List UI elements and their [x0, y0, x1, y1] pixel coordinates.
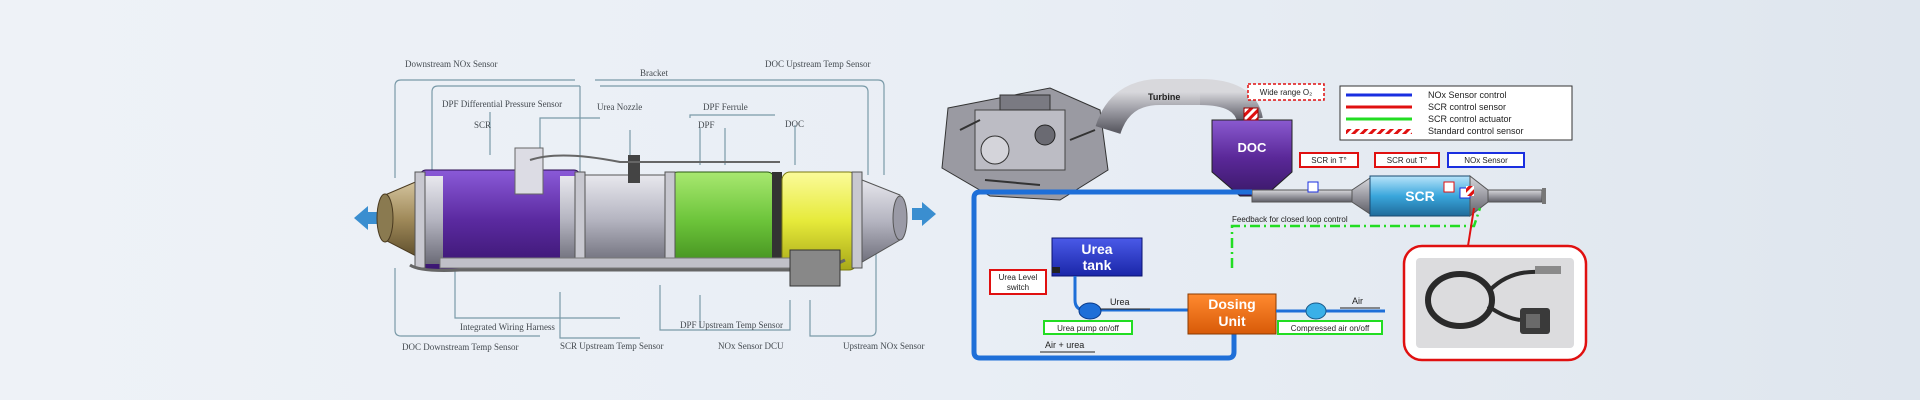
air-label: Air — [1352, 296, 1363, 306]
urea-line-label: Urea — [1110, 297, 1130, 307]
legend-swatch-standard — [1346, 129, 1412, 134]
leader-lines — [394, 79, 885, 339]
nox-sensor-dcu — [789, 249, 841, 287]
turbine-pipe — [1095, 79, 1200, 135]
scr-out-label: SCR out T° — [1387, 156, 1427, 165]
scr-canister — [419, 169, 581, 271]
label-doc: DOC — [785, 119, 804, 129]
dpf-diff-pressure-sensor — [514, 147, 544, 195]
doc-label: DOC — [1238, 140, 1268, 155]
label-scr-upstream-temp-sensor: SCR Upstream Temp Sensor — [560, 341, 663, 351]
scr-in-sensor-mark — [1307, 181, 1319, 193]
label-dpf-upstream-temp-sensor: DPF Upstream Temp Sensor — [680, 320, 783, 330]
legend-label-scr-sensor: SCR control sensor — [1428, 102, 1506, 112]
urea-tank-label-1: Urea — [1081, 241, 1112, 257]
compressor — [1305, 302, 1327, 320]
exhaust-pipe — [1251, 189, 1353, 203]
dosing-unit-label-1: Dosing — [1208, 296, 1255, 312]
feedback-label: Feedback for closed loop control — [1232, 215, 1348, 224]
urea-pump-box — [1043, 320, 1133, 335]
urea-tank-label-2: tank — [1083, 257, 1112, 273]
flow-arrow-right — [922, 202, 936, 226]
dpf-canister — [669, 171, 776, 271]
scr-out-sensor-mark — [1443, 181, 1455, 193]
scr-in-box — [1299, 152, 1359, 168]
urea-nozzle — [628, 155, 640, 183]
urea-level-switch-box — [989, 269, 1047, 295]
label-nox-sensor-dcu: NOx Sensor DCU — [718, 341, 784, 351]
wide-range-sensor-mark — [1243, 107, 1259, 121]
dosing-unit — [1187, 293, 1277, 335]
dosing-unit-label-2: Unit — [1218, 313, 1246, 329]
label-dpf-ferrule: DPF Ferrule — [703, 102, 748, 112]
label-urea-nozzle: Urea Nozzle — [597, 102, 642, 112]
label-downstream-nox-sensor: Downstream NOx Sensor — [405, 59, 498, 69]
legend-label-standard: Standard control sensor — [1428, 126, 1524, 136]
nox-sensor-photo — [1416, 258, 1574, 348]
label-bracket: Bracket — [640, 68, 668, 78]
compressed-air-label: Compressed air on/off — [1291, 324, 1370, 333]
legend-label-nox: NOx Sensor control — [1428, 90, 1507, 100]
urea-level-switch-label-2: switch — [1007, 283, 1029, 292]
compressed-air-box — [1277, 320, 1383, 335]
nox-sensor-label: NOx Sensor — [1464, 156, 1508, 165]
urea-tank — [1051, 237, 1143, 277]
scr-label: SCR — [1405, 188, 1435, 204]
wide-range-o2-label: Wide range O₂ — [1260, 88, 1312, 97]
turbine-label: Turbine — [1148, 92, 1180, 102]
scr-in-label: SCR in T° — [1311, 156, 1347, 165]
aftertreatment-assembly — [354, 79, 936, 339]
legend-label-scr-actuator: SCR control actuator — [1428, 114, 1512, 124]
label-doc-upstream-temp-sensor: DOC Upstream Temp Sensor — [765, 59, 870, 69]
wide-range-o2-box — [1247, 83, 1325, 101]
label-upstream-nox-sensor: Upstream NOx Sensor — [843, 341, 925, 351]
urea-level-switch-mark — [1052, 267, 1060, 273]
label-scr: SCR — [474, 120, 491, 130]
urea-level-switch-label-1: Urea Level — [999, 273, 1038, 282]
scr-out-box — [1374, 152, 1440, 168]
urea-pump-label: Urea pump on/off — [1057, 324, 1119, 333]
label-doc-downstream-temp-sensor: DOC Downstream Temp Sensor — [402, 342, 518, 352]
air-urea-label: Air + urea — [1045, 340, 1084, 350]
bracket — [439, 257, 791, 269]
label-integrated-wiring-harness: Integrated Wiring Harness — [460, 322, 555, 332]
air-urea-line — [971, 189, 1252, 361]
nox-sensor-box — [1447, 152, 1525, 168]
flow-arrow-left — [354, 206, 368, 230]
label-dpf: DPF — [698, 120, 715, 130]
feedback-line — [1230, 207, 1482, 268]
label-dpf-diff-pressure-sensor: DPF Differential Pressure Sensor — [442, 99, 562, 109]
legend: NOx Sensor control SCR control sensor SC… — [1339, 85, 1573, 141]
mixing-pipe — [579, 174, 671, 266]
engine-image — [941, 87, 1109, 201]
urea-pump — [1078, 302, 1102, 320]
doc-catalyst — [1211, 119, 1293, 197]
